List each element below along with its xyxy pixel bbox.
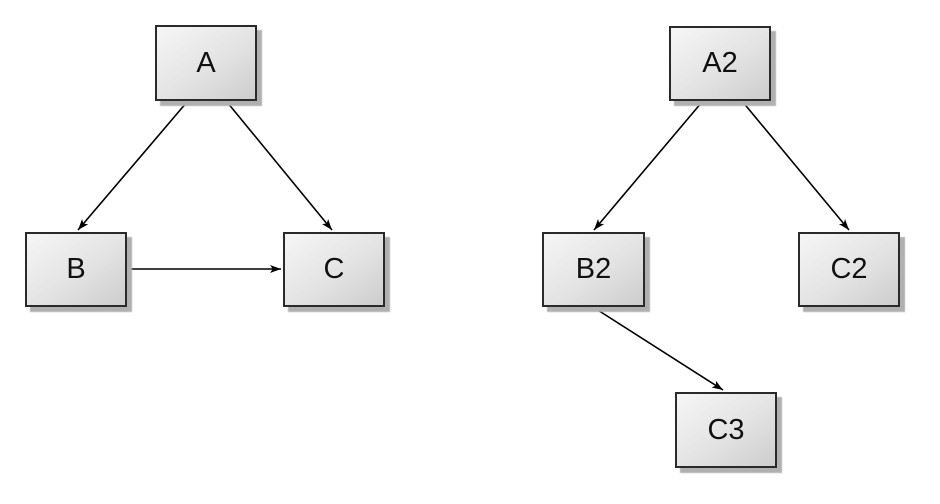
node-B2[interactable]: B2	[542, 232, 645, 307]
node-B[interactable]: B	[25, 232, 127, 307]
edge-B2-C3[interactable]	[592, 306, 724, 391]
node-C2[interactable]: C2	[798, 232, 900, 307]
node-C3[interactable]: C3	[675, 392, 777, 468]
node-label-A: A	[196, 46, 216, 79]
edge-A-B[interactable]	[77, 101, 188, 231]
node-label-C3: C3	[707, 413, 745, 446]
node-label-C: C	[323, 253, 345, 285]
node-C[interactable]: C	[283, 232, 385, 307]
edge-A-C[interactable]	[226, 101, 333, 231]
node-A2[interactable]: A2	[669, 26, 771, 101]
node-label-C2: C2	[830, 253, 868, 285]
node-A[interactable]: A	[155, 25, 257, 101]
edge-A2-C2[interactable]	[741, 100, 850, 231]
node-label-B: B	[66, 253, 86, 285]
node-label-B2: B2	[575, 253, 612, 285]
node-label-A2: A2	[702, 47, 738, 79]
edge-A2-B2[interactable]	[593, 101, 703, 231]
